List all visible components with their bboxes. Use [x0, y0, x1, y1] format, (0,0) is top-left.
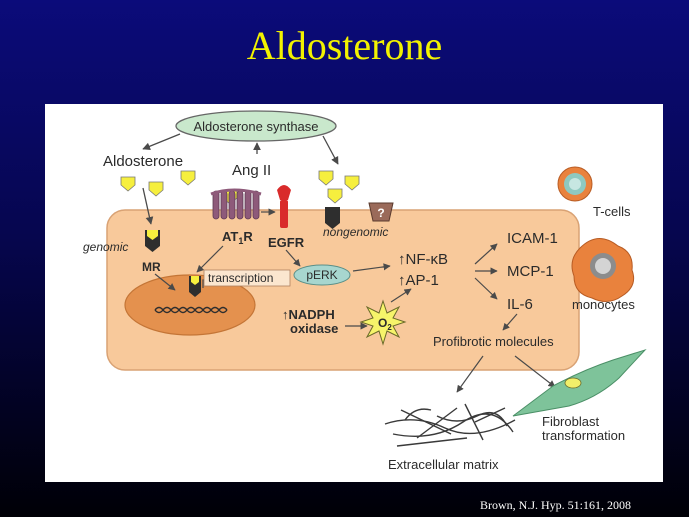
- aldosterone-pathway-diagram: Aldosterone synthase Aldosterone Ang II …: [83, 110, 647, 472]
- icam1-label: ICAM-1: [507, 230, 558, 247]
- mcp1-label: MCP-1: [507, 263, 554, 280]
- arrow-o2-to-nfkb: [390, 288, 412, 303]
- transcription-factor-ligand: [191, 276, 199, 285]
- arrow-synthase-to-aldosterone: [142, 133, 181, 150]
- monocytes-label: monocytes: [572, 297, 635, 312]
- arrow-synthase-to-right: [322, 135, 339, 165]
- arrow-profibrotic-to-fibroblast: [514, 355, 556, 388]
- at1r-receptor-icon: [210, 188, 262, 220]
- ap1-label: ↑AP-1: [398, 272, 439, 289]
- aldosterone-label: Aldosterone: [103, 153, 183, 170]
- arrow-egfr-to-perk: [285, 249, 301, 267]
- arrow-to-il6: [474, 277, 498, 300]
- tcells-label: T-cells: [593, 204, 631, 219]
- nongenomic-receptor-icon: [325, 207, 340, 229]
- dna-helix: [154, 306, 228, 314]
- arrow-at1r-to-nucleus: [196, 245, 224, 273]
- perk-ellipse: [293, 264, 351, 286]
- aldosterone-synthase-label: Aldosterone synthase: [193, 119, 318, 134]
- superoxide-star-icon: [359, 299, 407, 346]
- citation: Brown, N.J. Hyp. 51:161, 2008: [479, 498, 631, 512]
- perk-label: pERK: [306, 268, 337, 282]
- il6-label: IL-6: [507, 296, 533, 313]
- fibroblast-icon: [512, 348, 647, 417]
- arrow-il6-to-profibrotic: [502, 313, 518, 331]
- mr-label: MR: [142, 260, 161, 274]
- nongenomic-label: nongenomic: [323, 225, 388, 239]
- unknown-receptor-label: ?: [377, 206, 384, 220]
- arrow-to-icam1: [474, 243, 498, 265]
- angii-label: Ang II: [232, 162, 271, 179]
- transcription-label: transcription: [208, 271, 273, 285]
- fibroblast-label-line2: transformation: [542, 428, 625, 443]
- arrow-aldosterone-to-mr: [142, 187, 154, 225]
- transcription-box: [203, 269, 291, 287]
- arrow-perk-to-nfkb: [352, 263, 391, 272]
- profibrotic-label: Profibrotic molecules: [433, 334, 554, 349]
- nucleus: [124, 274, 256, 336]
- mr-receptor-ligand: [147, 230, 158, 240]
- extracellular-matrix-icon: [384, 403, 516, 447]
- egfr-receptor-icon: [277, 185, 291, 228]
- nadph-label-line1: ↑NADPH: [282, 307, 335, 322]
- o2-label: O2: [378, 316, 392, 332]
- slide-title: Aldosterone: [246, 23, 443, 68]
- ecm-label: Extracellular matrix: [388, 457, 499, 472]
- diagram-panel: Aldosterone synthase Aldosterone Ang II …: [45, 104, 663, 482]
- nfkb-label: ↑NF-κB: [398, 251, 448, 268]
- unknown-receptor-icon: [368, 202, 394, 222]
- at1r-label: AT1R: [222, 229, 253, 246]
- genomic-label: genomic: [83, 240, 128, 254]
- monocyte-icon: [571, 238, 635, 302]
- arrow-profibrotic-to-ecm: [456, 355, 484, 393]
- t-cell-icon: [557, 166, 593, 202]
- nadph-label-line2: oxidase: [290, 321, 338, 336]
- fibroblast-label-line1: Fibroblast: [542, 414, 599, 429]
- aldosterone-synthase-ellipse: [175, 110, 337, 142]
- egfr-label: EGFR: [268, 235, 305, 250]
- arrow-mr-to-nucleus: [154, 273, 176, 291]
